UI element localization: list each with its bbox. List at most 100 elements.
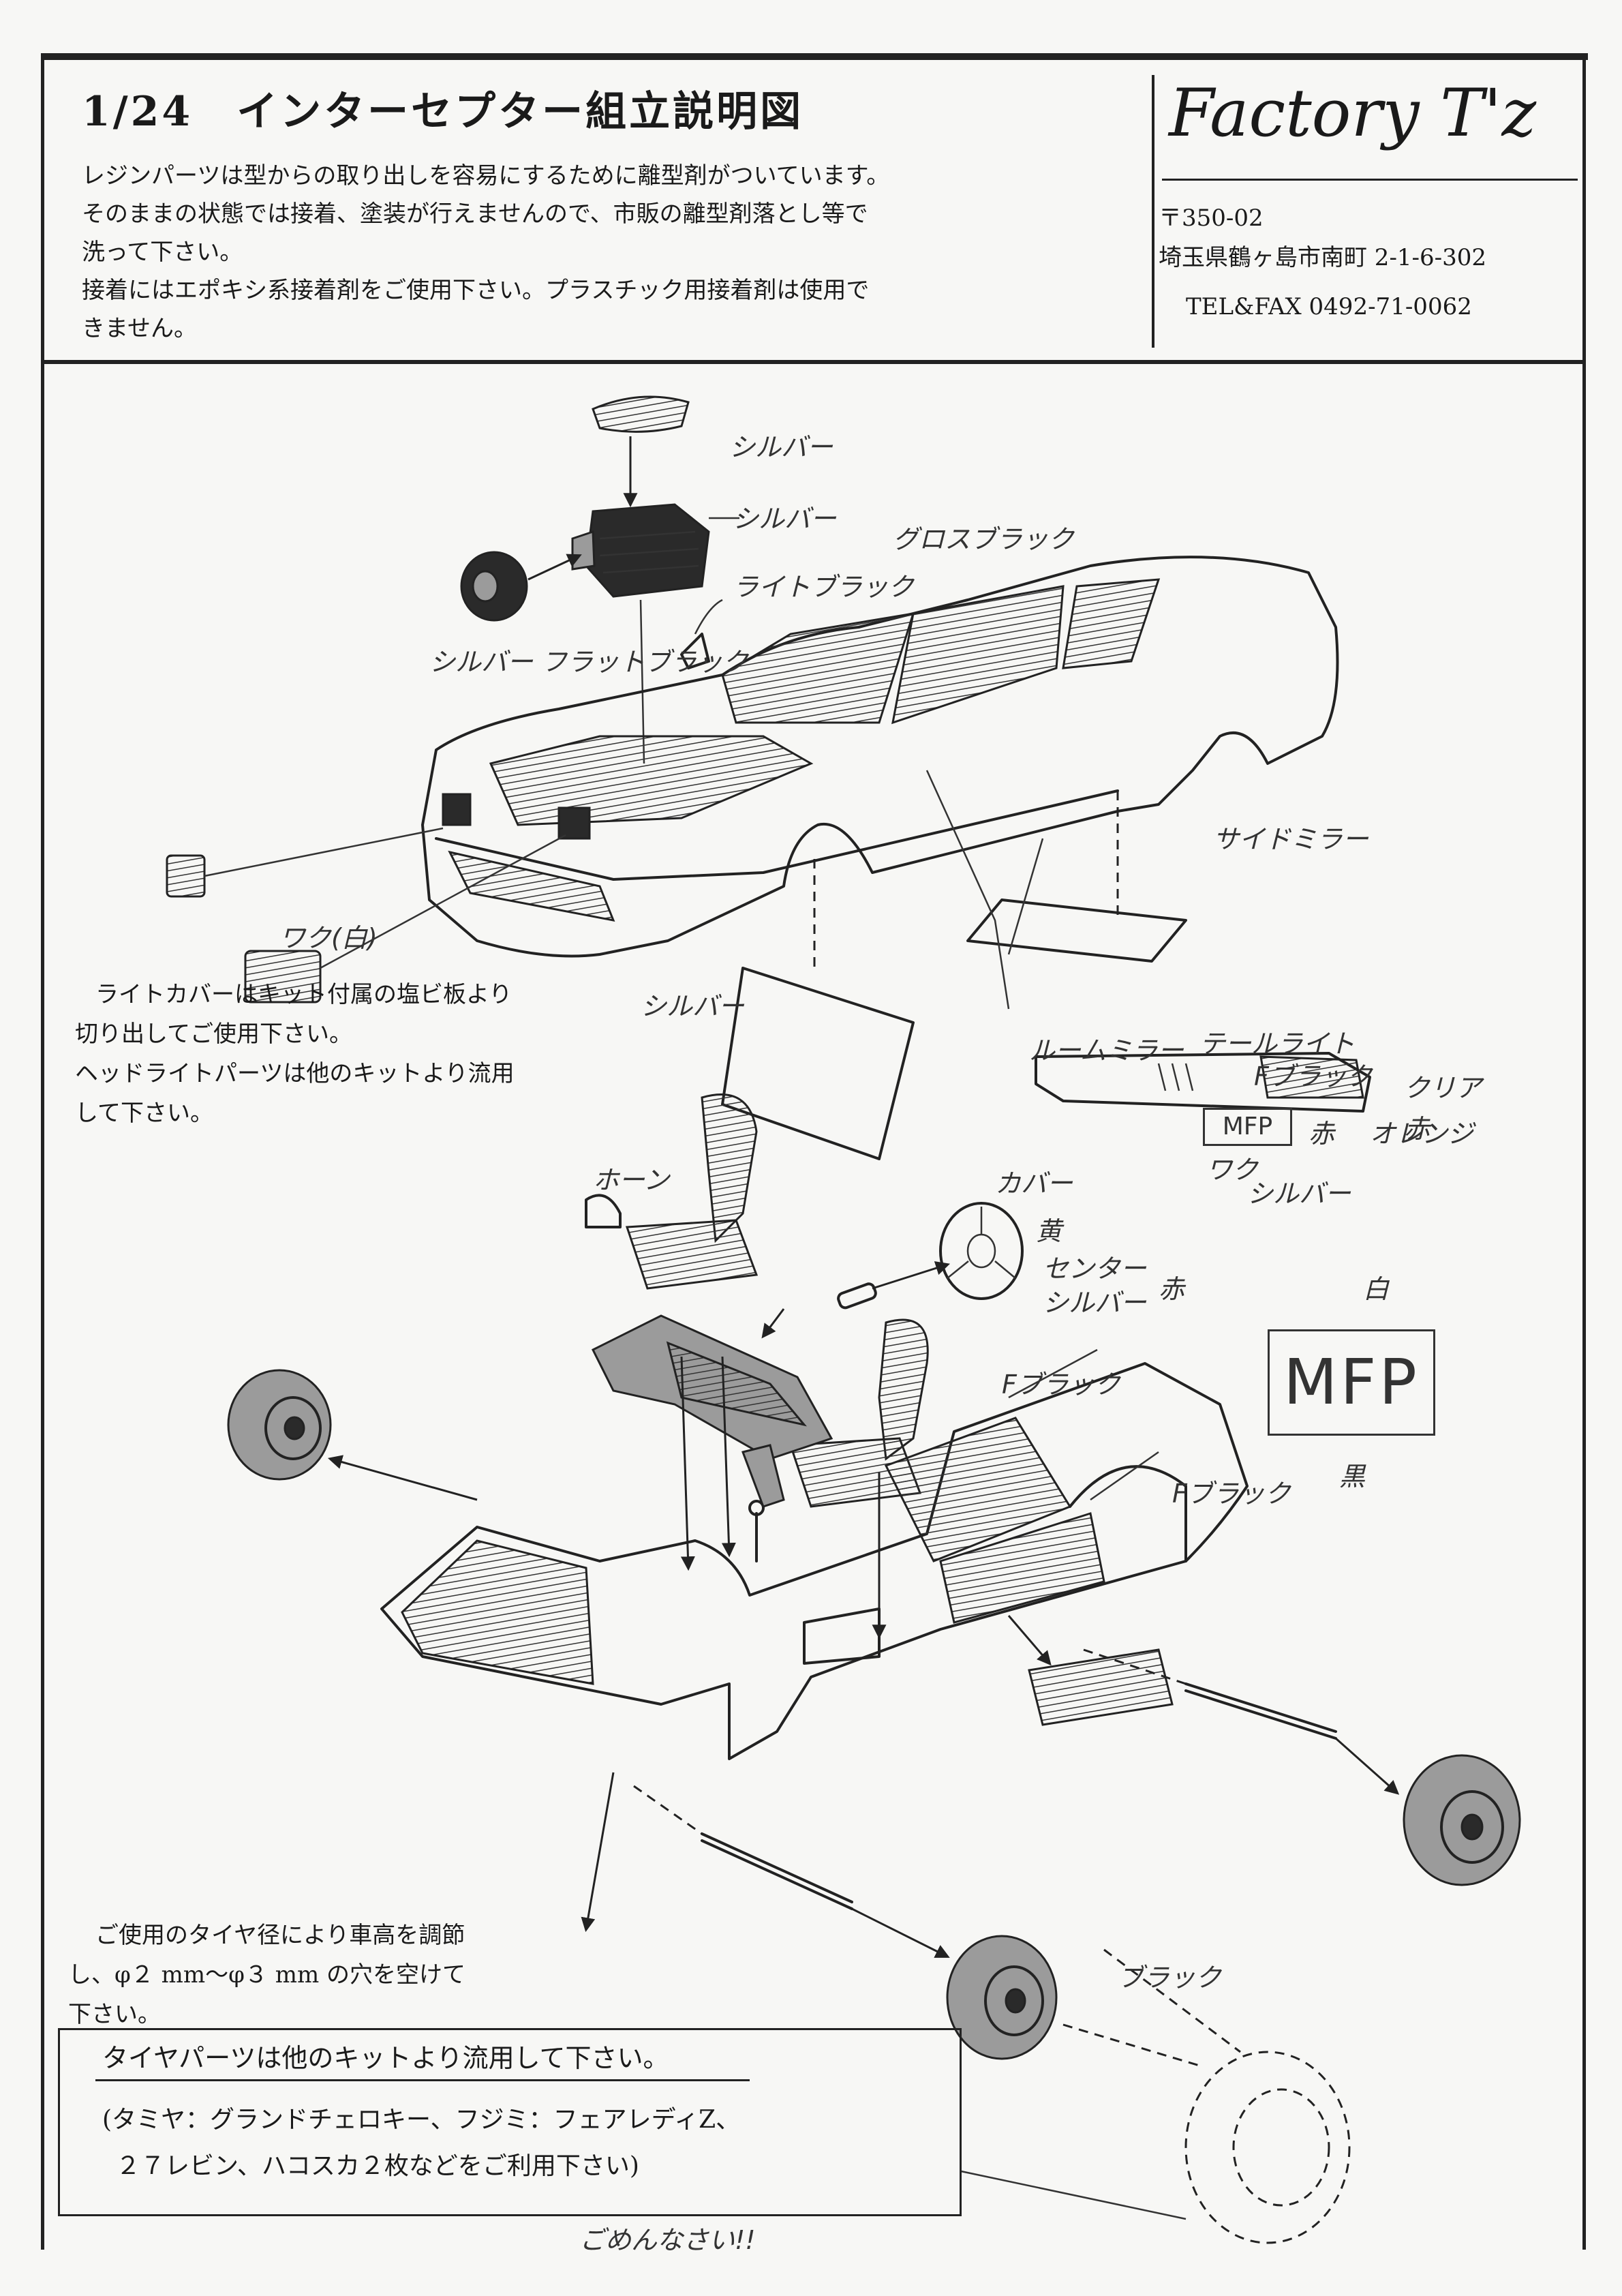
chassis: [380, 1362, 1249, 1760]
page-title: 1/24 インターセプター組立説明図: [82, 88, 804, 136]
wheel-front-bottom: [946, 1935, 1058, 2060]
note-yellow: 黄: [1036, 1216, 1062, 1246]
light-caption-2: 切り出してご使用下さい。: [75, 1021, 352, 1048]
light-caption-3: ヘッドライトパーツは他のキットより流用: [75, 1060, 515, 1087]
note-red-3: 赤: [1159, 1274, 1185, 1304]
signoff-note: ごめんなさい!!: [579, 2225, 756, 2255]
grille-left-line: [204, 827, 444, 877]
header-vertical-divider: [1152, 75, 1154, 348]
wheel-left: [227, 1369, 332, 1481]
note-red-1: 赤: [1404, 1114, 1430, 1144]
mfp-badge-large: MFP: [1268, 1329, 1435, 1436]
note-light-black: ライトブラック: [733, 572, 915, 602]
leader-f-black-2: [1008, 1348, 1098, 1399]
car-body: [421, 556, 1339, 958]
engine-block: [571, 503, 710, 598]
note-white-2: 白: [1363, 1274, 1390, 1304]
grille-left: [166, 854, 206, 898]
leader-f-black-3: [1090, 1451, 1159, 1501]
side-mirror-part: [680, 633, 710, 669]
mfp-badge-small: MFP: [1203, 1108, 1292, 1146]
tail-light-assembly: [1035, 1052, 1371, 1113]
note-silver-5: シルバー: [1043, 1288, 1147, 1318]
note-f-black-1: Fブラック: [1254, 1061, 1373, 1091]
front-seat-right: [789, 1318, 929, 1508]
notice-line-5: きません。: [82, 315, 197, 342]
note-f-black-3: Fブラック: [1172, 1479, 1291, 1509]
brand-underline: [1162, 179, 1578, 181]
gear-lever: [748, 1500, 765, 1562]
tire-note-underline: [95, 2079, 750, 2081]
note-silver-3: シルバー: [641, 991, 745, 1021]
axle-caption-1: ご使用のタイヤ径により車高を調節: [95, 1922, 465, 1949]
wheel-arrow: [872, 1261, 951, 1290]
company-phone: TEL&FAX 0492-71-0062: [1186, 293, 1472, 320]
note-clear: クリア: [1404, 1073, 1482, 1103]
right-border: [1582, 55, 1586, 2250]
front-axle: [701, 1832, 853, 1910]
note-gloss-black: グロスブラック: [893, 524, 1075, 554]
brand-logo: Factory T'z: [1169, 75, 1537, 151]
axle-hole-arrow: [581, 1772, 615, 1933]
front-seat-left: [625, 1093, 759, 1290]
rear-axle: [1184, 1682, 1337, 1740]
note-silver-1: シルバー: [729, 432, 833, 462]
leader-room-mirror-2: [925, 770, 1010, 1010]
left-border: [41, 55, 44, 2250]
shaft-arrow: [761, 1308, 785, 1339]
tire-note-title: タイヤパーツは他のキットより流用して下さい。: [102, 2043, 669, 2073]
front-axle-guide: [633, 1785, 703, 1835]
tire-ghost: [1062, 1948, 1351, 2244]
tire-callout-line: [960, 2170, 1187, 2220]
wheel-right: [1403, 1754, 1521, 1886]
seat-lever: [585, 1194, 622, 1228]
air-cleaner: [460, 551, 528, 622]
hood-scoop: [592, 395, 690, 433]
cleaner-arrow: [527, 554, 582, 581]
note-black-tire: ブラック: [1118, 1963, 1222, 1993]
postal-code: 〒350-02: [1159, 205, 1264, 232]
note-cover: カバー: [995, 1168, 1073, 1198]
rear-axle-guide: [1083, 1648, 1187, 1685]
axle-caption-2: し、φ２ mm～φ３ mm の穴を空けて: [68, 1961, 465, 1989]
note-horn: ホーン: [593, 1165, 670, 1195]
note-tail-light: テールライト: [1199, 1029, 1356, 1059]
notice-line-3: 洗って下さい。: [82, 239, 243, 266]
leader-room-mirror: [1007, 838, 1044, 955]
rear-window-part: [966, 898, 1187, 963]
header-divider: [41, 360, 1586, 364]
notice-line-1: レジンパーツは型からの取り出しを容易にするために離型剤がついています。: [82, 162, 890, 190]
note-orange: オレンジ: [1370, 1119, 1474, 1149]
light-caption-1: ライトカバーはキット付属の塩ビ板より: [95, 981, 512, 1008]
exhaust-arrow: [1007, 1615, 1052, 1666]
steering-wheel: [939, 1202, 1024, 1300]
dash-drop-2: [721, 1356, 736, 1558]
light-caption-4: して下さい。: [75, 1100, 213, 1127]
rear-axle-arrow: [1335, 1737, 1400, 1795]
note-frame: ワク: [1206, 1155, 1259, 1185]
leader-light-black: [694, 599, 723, 635]
steering-shaft: [837, 1282, 877, 1310]
parking-lever: [741, 1444, 785, 1508]
dashboard: [591, 1314, 833, 1460]
note-room-mirror: ルームミラー: [1029, 1036, 1184, 1066]
note-f-black-2: Fブラック: [1002, 1370, 1120, 1400]
front-axle-arrow: [851, 1907, 950, 1958]
tire-note-box: [58, 2028, 962, 2216]
grille-right: [244, 950, 322, 1003]
note-white-frame: ワク(白): [279, 923, 378, 953]
note-black: 黒: [1339, 1462, 1366, 1492]
tire-note-line-1: (タミヤ：グランドチェロキー、フジミ：フェアレディZ、: [102, 2106, 741, 2134]
top-border: [41, 53, 1588, 60]
axle-caption-3: 下さい。: [68, 2001, 161, 2028]
grille-right-line: [320, 834, 566, 969]
note-center: センター: [1043, 1254, 1147, 1284]
note-silver-2: シルバー: [733, 504, 837, 534]
note-red-2: 赤: [1309, 1119, 1335, 1149]
note-silver-4: シルバー: [1247, 1179, 1351, 1209]
exhaust-part: [1028, 1648, 1174, 1726]
note-side-mirror: サイドミラー: [1213, 824, 1369, 854]
tire-note-line-2: ２７レビン、ハコスカ２枚などをご利用下さい): [116, 2152, 639, 2180]
